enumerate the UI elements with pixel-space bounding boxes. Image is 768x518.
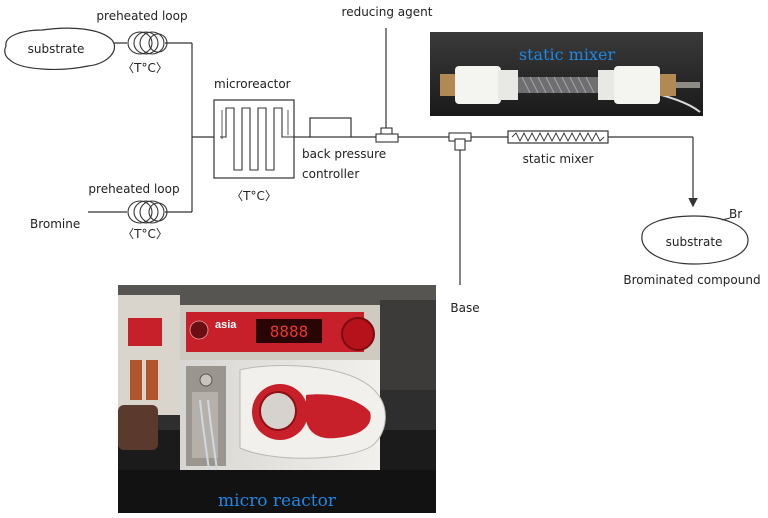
br-label: Br bbox=[729, 207, 742, 221]
temp-reactor-label: 〈T°C〉 bbox=[231, 189, 277, 203]
temp-bottom-label: 〈T°C〉 bbox=[122, 227, 168, 241]
preheated-loop-top: preheated loop 〈T°C〉 bbox=[96, 9, 187, 75]
preheated-loop-bottom: preheated loop 〈T°C〉 bbox=[88, 182, 179, 241]
process-lines bbox=[88, 28, 698, 285]
microreactor: microreactor 〈T°C〉 bbox=[213, 77, 295, 203]
product-substrate: Br substrate Brominated compound bbox=[623, 207, 760, 287]
back-pressure-label-1: back pressure bbox=[302, 147, 386, 161]
static-mixer-photo: static mixer bbox=[430, 32, 703, 116]
preheated-loop-top-label: preheated loop bbox=[96, 9, 187, 23]
substrate-in-label: substrate bbox=[28, 42, 85, 56]
back-pressure-label-2: controller bbox=[302, 167, 359, 181]
preheated-loop-bottom-label: preheated loop bbox=[88, 182, 179, 196]
static-mixer-symbol: static mixer bbox=[507, 130, 609, 166]
bromine-label: Bromine bbox=[30, 217, 80, 231]
static-mixer-label: static mixer bbox=[523, 152, 594, 166]
reducing-agent-tee: reducing agent bbox=[342, 5, 433, 143]
substrate-out-label: substrate bbox=[666, 235, 723, 249]
temp-top-label: 〈T°C〉 bbox=[122, 61, 168, 75]
substrate-source: substrate bbox=[4, 27, 116, 70]
microreactor-label: microreactor bbox=[214, 77, 291, 91]
micro-reactor-photo: asia 8888 micro reactor bbox=[118, 285, 436, 514]
base-tee: Base bbox=[448, 132, 480, 315]
static-mixer-caption: static mixer bbox=[519, 45, 616, 64]
back-pressure-controller: back pressure controller bbox=[302, 117, 386, 181]
brominated-compound-label: Brominated compound bbox=[623, 273, 760, 287]
device-brand-label: asia bbox=[215, 319, 237, 331]
reducing-agent-label: reducing agent bbox=[342, 5, 433, 19]
base-label: Base bbox=[450, 301, 479, 315]
micro-reactor-caption: micro reactor bbox=[218, 491, 337, 511]
device-display: 8888 bbox=[270, 322, 309, 341]
